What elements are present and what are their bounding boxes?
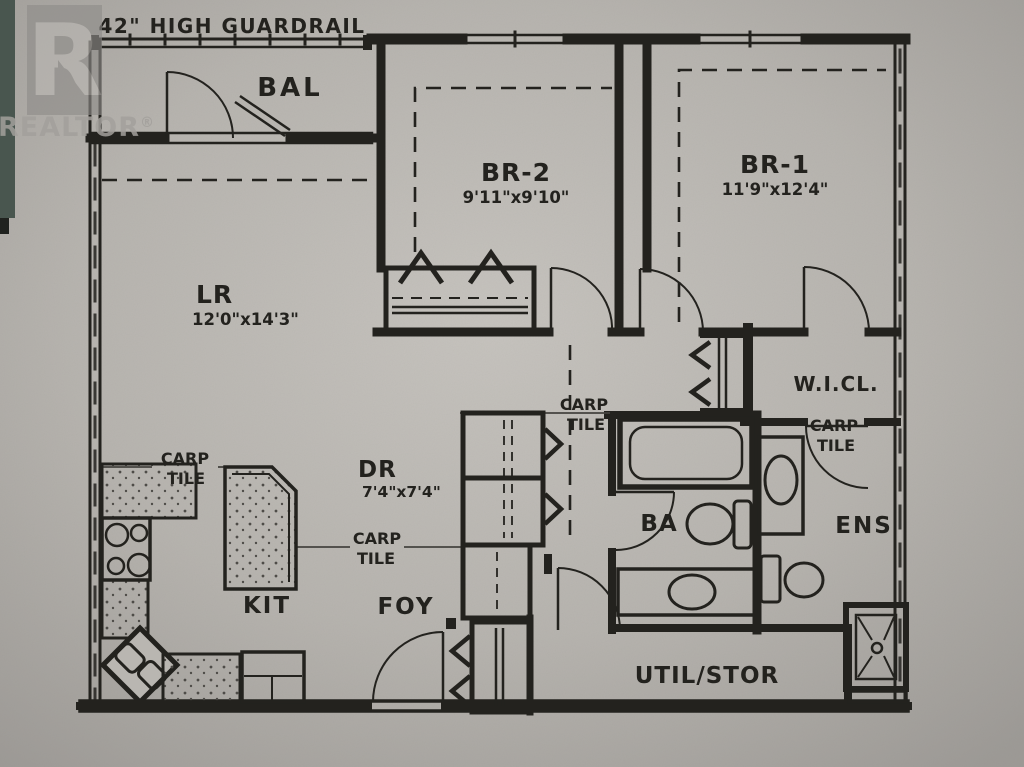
closets <box>383 248 744 715</box>
room-label-br1: BR-1 <box>740 150 810 179</box>
finish-kitchen-carp: CARP <box>161 449 209 468</box>
photo-edge <box>0 0 15 234</box>
bath-fixtures <box>616 416 909 704</box>
ens-vanity-sink <box>757 435 805 536</box>
finish-hall-tile: TILE <box>567 415 605 434</box>
room-label-foy: FOY <box>377 594 434 620</box>
balcony-door <box>165 71 291 139</box>
top-wall <box>366 30 911 48</box>
room-label-br2: BR-2 <box>481 158 551 187</box>
finish-foyer-carp: CARP <box>353 529 401 548</box>
room-label-bal: BAL <box>257 73 323 103</box>
wicl-door <box>802 266 870 333</box>
room-label-ens: ENS <box>835 513 893 539</box>
room-label-dr: DR <box>358 457 397 483</box>
ens-toilet <box>759 554 825 604</box>
finish-labels: CARP TILE CARP TILE CARP TILE CARP TILE <box>161 395 858 568</box>
br1-door <box>638 268 704 333</box>
br2-door <box>549 266 614 333</box>
finish-foyer-tile: TILE <box>357 549 395 568</box>
room-label-kit: KIT <box>243 593 291 619</box>
room-label-util: UTIL/STOR <box>635 663 780 689</box>
ba-vanity-sink <box>616 567 758 617</box>
br2-closet <box>383 248 537 335</box>
foyer-closet <box>446 618 533 715</box>
finish-hall-carp: CARP <box>560 395 608 414</box>
finish-kitchen-tile: TILE <box>167 469 205 488</box>
carpet-dashed-lines <box>102 68 886 540</box>
kitchen <box>99 462 306 706</box>
ba-toilet <box>685 499 753 550</box>
bathtub <box>617 416 755 490</box>
ens-door <box>805 424 869 489</box>
left-wall <box>88 131 102 712</box>
realtor-watermark: R REALTOR® <box>0 2 155 143</box>
room-dims-lr: 12'0"x14'3" <box>192 310 299 329</box>
room-dims-dr: 7'4"x7'4" <box>362 483 441 501</box>
island-counter <box>223 465 298 591</box>
util-door <box>556 567 621 631</box>
right-wall <box>893 33 907 708</box>
ba-door <box>615 490 675 551</box>
realtor-watermark-text: REALTOR® <box>0 112 155 143</box>
entry-door <box>372 631 445 703</box>
dishwasher <box>240 650 306 704</box>
doors <box>165 71 870 703</box>
stove <box>100 516 152 582</box>
guardrail-label: 42" HIGH GUARDRAIL <box>98 14 365 38</box>
pantry-column <box>460 410 565 621</box>
room-label-ba: BA <box>640 511 677 537</box>
finish-ens-tile: TILE <box>817 436 855 455</box>
labels: 42" HIGH GUARDRAIL BAL BR-2 9'11"x9'10" … <box>98 14 893 689</box>
walls <box>76 30 912 716</box>
room-dims-br2: 9'11"x9'10" <box>463 188 570 207</box>
balcony-wall <box>85 131 377 145</box>
shower <box>843 602 909 704</box>
room-label-lr: LR <box>196 280 233 309</box>
finish-ens-carp: CARP <box>810 416 858 435</box>
room-dims-br1: 11'9"x12'4" <box>722 180 829 199</box>
hall-linen-closet <box>688 334 744 412</box>
room-label-wicl: W.I.CL. <box>793 372 878 396</box>
